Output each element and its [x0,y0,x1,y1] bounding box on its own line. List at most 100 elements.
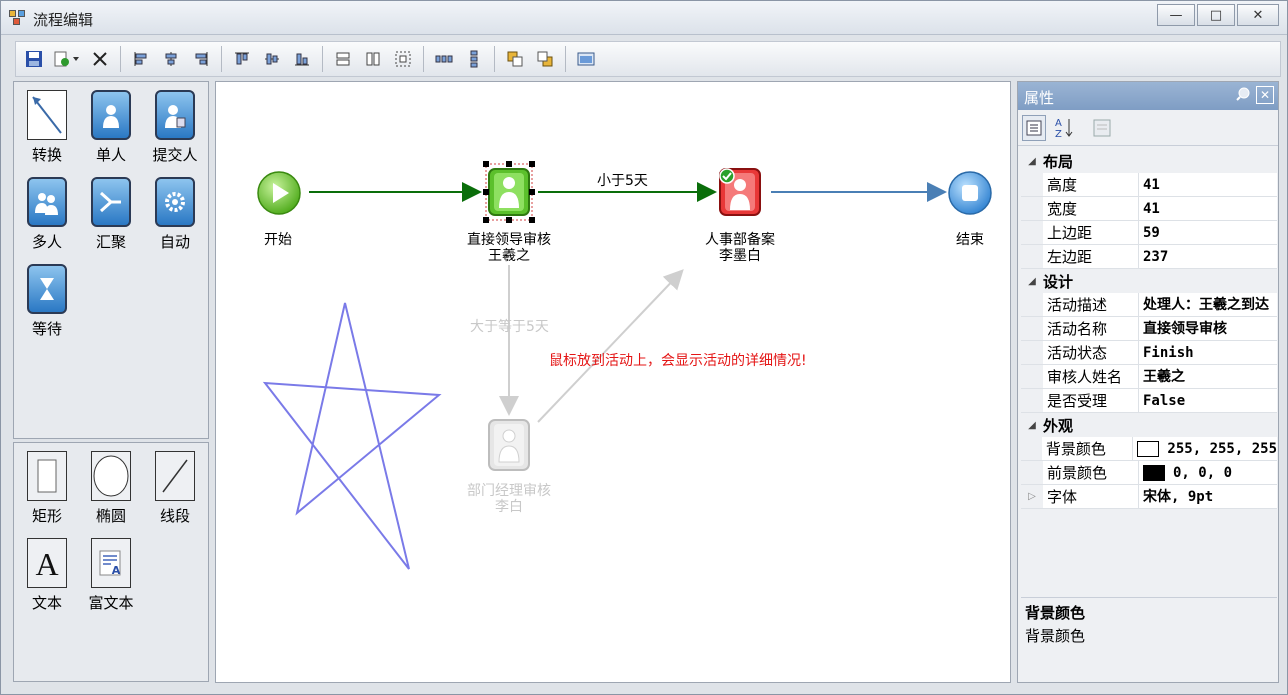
close-panel-icon[interactable]: ✕ [1256,86,1274,104]
dept-node[interactable] [488,419,530,471]
tool-merge[interactable]: 汇聚 [80,177,142,252]
align-bottom-icon[interactable] [290,47,314,71]
toolbar-separator [120,46,121,72]
hr-node[interactable] [719,168,761,216]
close-button[interactable]: ✕ [1237,4,1279,26]
align-center-icon[interactable] [159,47,183,71]
category-name: 设计 [1043,272,1074,291]
category-appearance[interactable]: ◢外观 [1021,413,1277,437]
tool-ellipse[interactable]: 椭圆 [80,451,142,526]
design-canvas[interactable]: 开始 直接领导审核 王羲之 人事部备案 李墨白 结束 部门经理审核 李白 小于5… [215,81,1011,683]
start-node[interactable] [257,171,301,215]
hover-hint-text: 鼠标放到活动上，会显示活动的详细情况! [549,353,807,369]
property-name: 字体 [1043,485,1139,508]
tool-single-user[interactable]: 单人 [80,90,142,165]
align-top-icon[interactable] [230,47,254,71]
property-value[interactable]: 237 [1139,245,1277,268]
align-middle-icon[interactable] [260,47,284,71]
delete-icon[interactable] [88,47,112,71]
shape-palette: 矩形 椭圆 线段 A 文本 A 富文本 [13,442,209,682]
properties-title: 属性 [1024,89,1055,107]
arrow-line-icon [27,90,67,140]
tool-rich-text[interactable]: A 富文本 [80,538,142,613]
properties-header: 属性 ✕ [1018,82,1278,110]
property-value[interactable]: 255, 255, 255 [1133,437,1277,460]
category-layout[interactable]: ◢布局 [1021,149,1277,173]
distribute-horizontal-icon[interactable] [432,47,456,71]
property-row[interactable]: 活动描述处理人：王羲之到达 [1021,293,1277,317]
save-icon[interactable] [22,47,46,71]
property-value[interactable]: 处理人：王羲之到达 [1139,293,1277,316]
same-size-icon[interactable] [391,47,415,71]
edge-dept-hr[interactable] [537,269,684,423]
categorized-view-icon[interactable] [1022,114,1046,141]
pin-icon[interactable] [1234,86,1252,104]
window-title: 流程编辑 [33,11,94,29]
star-shape[interactable] [262,302,442,570]
align-right-icon[interactable] [189,47,213,71]
single-user-icon [91,90,131,140]
bring-front-icon[interactable] [503,47,527,71]
property-value[interactable]: Finish [1139,341,1277,364]
property-name: 是否受理 [1043,389,1139,412]
tool-multi-user[interactable]: 多人 [16,177,78,252]
tool-wait[interactable]: 等待 [16,264,78,339]
property-value[interactable]: 0, 0, 0 [1139,461,1277,484]
property-value[interactable]: 直接领导审核 [1139,317,1277,340]
maximize-button[interactable]: □ [1197,4,1235,26]
property-value[interactable]: 41 [1139,173,1277,196]
property-value[interactable]: 41 [1139,197,1277,220]
property-name: 宽度 [1043,197,1139,220]
expand-icon[interactable]: ▷ [1021,485,1043,508]
send-back-icon[interactable] [533,47,557,71]
property-value[interactable]: 王羲之 [1139,365,1277,388]
edge-label-less-than: 小于5天 [597,173,648,189]
same-height-icon[interactable] [361,47,385,71]
property-value[interactable]: 59 [1139,221,1277,244]
preview-icon[interactable] [574,47,598,71]
hr-node-title: 人事部备案 [705,232,775,248]
category-name: 外观 [1043,416,1074,435]
category-design[interactable]: ◢设计 [1021,269,1277,293]
align-left-icon[interactable] [129,47,153,71]
submitter-icon [155,90,195,140]
minimize-button[interactable]: — [1157,4,1195,26]
property-description: 背景颜色 背景颜色 [1021,597,1277,681]
multi-user-icon [27,177,67,227]
property-value[interactable]: False [1139,389,1277,412]
same-width-icon[interactable] [331,47,355,71]
tool-submitter[interactable]: 提交人 [144,90,206,165]
ellipse-icon [91,451,131,501]
toolbar-separator [423,46,424,72]
end-node[interactable] [948,171,992,215]
tool-text[interactable]: A 文本 [16,538,78,613]
tool-label: 等待 [31,320,62,338]
distribute-vertical-icon[interactable] [462,47,486,71]
property-value[interactable]: 宋体, 9pt [1139,485,1277,508]
property-row[interactable]: ▷字体宋体, 9pt [1021,485,1277,509]
app-icon [9,10,27,26]
tool-label: 转换 [31,146,62,164]
manager-node[interactable] [483,161,535,223]
tool-line-segment[interactable]: 线段 [144,451,206,526]
tool-transition[interactable]: 转换 [16,90,78,165]
manager-node-label: 直接领导审核 王羲之 [459,232,559,264]
tool-rectangle[interactable]: 矩形 [16,451,78,526]
property-pages-icon[interactable] [1090,115,1114,141]
property-row[interactable]: 审核人姓名王羲之 [1021,365,1277,389]
import-icon[interactable] [52,47,82,71]
property-row[interactable]: 活动名称直接领导审核 [1021,317,1277,341]
description-text: 背景颜色 [1025,627,1086,645]
tool-auto[interactable]: 自动 [144,177,206,252]
